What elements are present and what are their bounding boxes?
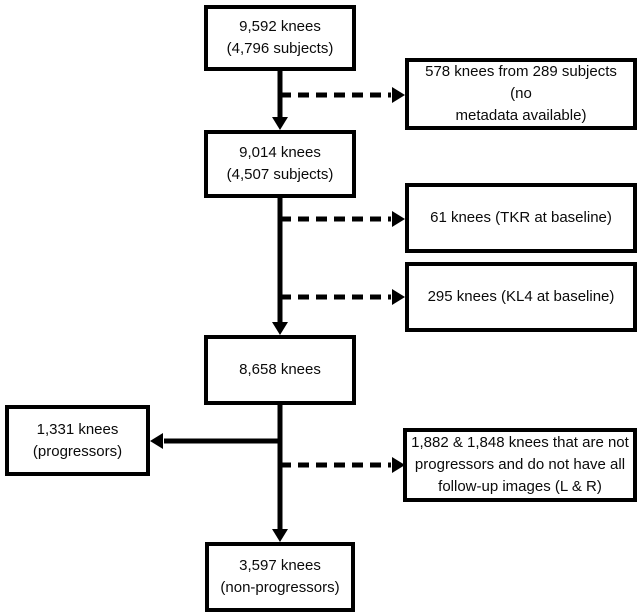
flowchart-box-eligible-knees: 8,658 knees — [204, 335, 356, 405]
arrowhead-right-icon — [392, 87, 405, 103]
flowchart-box-tkr-baseline: 61 knees (TKR at baseline) — [405, 183, 637, 253]
box-label: 9,014 knees (4,507 subjects) — [226, 144, 334, 183]
box-label: 1,882 & 1,848 knees that are not progres… — [411, 434, 629, 495]
arrowhead-down-icon — [272, 117, 288, 130]
box-label: 61 knees (TKR at baseline) — [430, 209, 612, 226]
box-label: 578 knees from 289 subjects (no metadata… — [425, 63, 617, 124]
flowchart-box-no-metadata: 578 knees from 289 subjects (no metadata… — [405, 58, 637, 130]
arrowhead-down-icon — [272, 529, 288, 542]
arrowhead-right-icon — [392, 289, 405, 305]
arrowhead-right-icon — [392, 211, 405, 227]
flowchart-box-with-metadata: 9,014 knees (4,507 subjects) — [204, 130, 356, 198]
flowchart-box-progressors: 1,331 knees (progressors) — [5, 405, 150, 476]
arrowhead-right-icon — [392, 457, 405, 473]
arrowhead-left-icon — [150, 433, 163, 449]
flowchart-box-excluded-followup: 1,882 & 1,848 knees that are not progres… — [403, 428, 637, 502]
box-label: 9,592 knees (4,796 subjects) — [226, 18, 334, 57]
arrowhead-down-icon — [272, 322, 288, 335]
box-label: 295 knees (KL4 at baseline) — [427, 288, 615, 305]
flowchart-box-non-progressors: 3,597 knees (non-progressors) — [205, 542, 355, 612]
box-label: 1,331 knees (progressors) — [32, 420, 123, 460]
box-label: 8,658 knees — [239, 361, 321, 378]
flowchart-box-kl4-baseline: 295 knees (KL4 at baseline) — [405, 262, 637, 332]
flowchart-box-total-knees: 9,592 knees (4,796 subjects) — [204, 5, 356, 71]
box-label: 3,597 knees (non-progressors) — [220, 557, 340, 596]
